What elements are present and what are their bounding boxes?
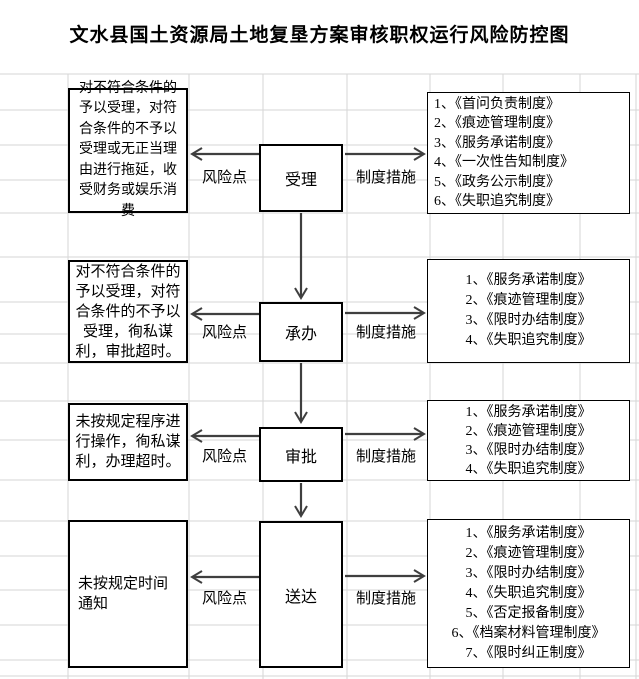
step-label-accept: 受理 [284,172,317,189]
measure-item: 6、《失职追究制度》 [434,194,560,209]
measure-item: 1、《服务承诺制度》 [465,525,592,541]
measure-item: 4、《失职追究制度》 [465,333,592,348]
step-box-accept: 受理 [259,144,343,212]
measure-item: 4、《失职追究制度》 [465,461,592,477]
page-title: 文水县国土资源局土地复垦方案审核职权运行风险防控图 [69,25,570,46]
risk-box-row3: 未按规定程序进行操作，徇私谋利，办理超时。 [68,403,188,481]
measure-item: 7、《限时纠正制度》 [465,645,592,661]
measure-item: 3、《限时办结制度》 [465,565,592,581]
measure-item: 4、《失职追究制度》 [465,585,592,601]
measure-item: 1、《首问负责制度》 [434,96,560,112]
step-label-deliver: 送达 [284,588,317,606]
step-box-handle: 承办 [259,302,343,362]
risk-text-row4: 未按规定时间通知 [78,576,169,612]
risk-box-row2: 对不符合条件的予以受理，对符合条件的不予以受理，徇私谋利，审批超时。 [68,260,188,363]
step-box-deliver: 送达 [259,521,343,668]
measure-item: 3、《限时办结制度》 [465,442,592,458]
measures-box-row3: 1、《服务承诺制度》 2、《痕迹管理制度》 3、《限时办结制度》 4、《失职追究… [427,400,630,481]
measures-box-row2: 1、《服务承诺制度》 2、《痕迹管理制度》 3、《限时办结制度》 4、《失职追究… [427,259,630,363]
step-box-approve: 审批 [259,427,343,482]
measure-item: 4、《一次性告知制度》 [434,155,574,170]
measure-label-row1: 制度措施 [355,170,416,186]
risk-point-label-row2: 风险点 [201,325,247,341]
risk-text-row2: 对不符合条件的予以受理，对符合条件的不予以受理，徇私谋利，审批超时。 [75,263,181,360]
risk-box-row1: 对不符合条件的予以受理，对符合条件的不予以受理或无正当理由进行拖延，收受财务或娱… [68,81,188,219]
measure-item: 5、《政务公示制度》 [434,174,560,190]
measure-item: 1、《服务承诺制度》 [465,404,592,420]
measure-label-row3: 制度措施 [355,449,416,465]
step-label-approve: 审批 [284,448,317,466]
risk-point-label-row1: 风险点 [201,170,247,186]
measure-item: 3、《限时办结制度》 [465,313,592,328]
risk-text-row3: 未按规定程序进行操作，徇私谋利，办理超时。 [75,414,181,470]
step-label-handle: 承办 [284,326,317,343]
risk-point-label-row4: 风险点 [201,591,247,607]
measures-box-row4: 1、《服务承诺制度》 2、《痕迹管理制度》 3、《限时办结制度》 4、《失职追究… [427,519,630,668]
measure-item: 1、《服务承诺制度》 [465,273,592,288]
measure-item: 5、《否定报备制度》 [465,605,592,621]
measure-item: 2、《痕迹管理制度》 [465,293,592,308]
measure-item: 2、《痕迹管理制度》 [465,423,592,439]
measure-label-row2: 制度措施 [355,325,416,341]
risk-point-label-row3: 风险点 [201,449,247,465]
measure-label-row4: 制度措施 [355,591,416,607]
measure-item: 2、《痕迹管理制度》 [434,116,560,131]
measure-item: 6、《档案材料管理制度》 [451,625,606,641]
measures-box-row1: 1、《首问负责制度》 2、《痕迹管理制度》 3、《服务承诺制度》 4、《一次性告… [427,92,630,214]
measure-item: 2、《痕迹管理制度》 [465,545,592,561]
measure-item: 3、《服务承诺制度》 [434,135,560,151]
risk-box-row4: 未按规定时间通知 [68,520,188,668]
risk-text-row1: 对不符合条件的予以受理，对符合条件的不予以受理或无正当理由进行拖延，收受财务或娱… [79,80,177,219]
